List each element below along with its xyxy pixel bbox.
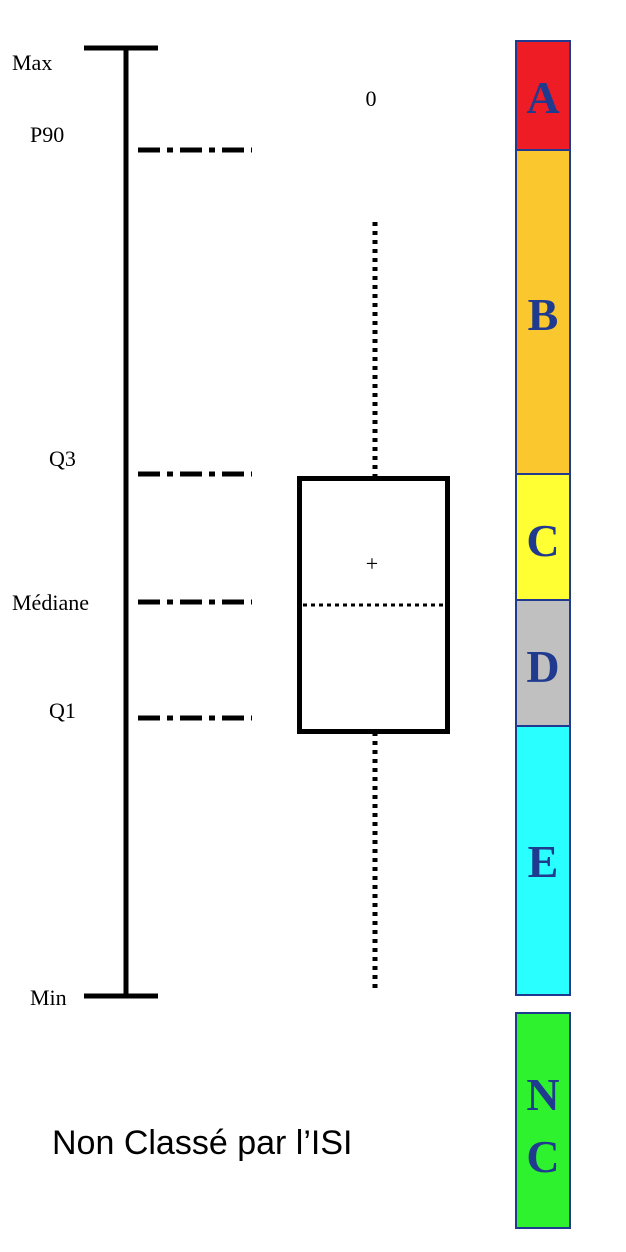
class-d-segment	[515, 599, 571, 727]
class-d-letter: D	[526, 641, 559, 692]
class-b-letter: B	[528, 289, 559, 340]
label-median: Médiane	[12, 590, 89, 615]
label-min: Min	[30, 985, 67, 1010]
label-q1: Q1	[49, 698, 76, 723]
unclassified-block: N C	[515, 1012, 571, 1229]
boxplot: + 0	[297, 86, 450, 988]
class-b-segment	[515, 149, 571, 475]
class-e-segment	[515, 725, 571, 996]
unclassified-note: Non Classé par l’ISI	[52, 1124, 352, 1162]
class-a-segment	[515, 40, 571, 151]
scale-axis	[84, 45, 158, 999]
nc-letter-n: N	[526, 1069, 559, 1120]
class-e-letter: E	[528, 836, 559, 887]
class-a-letter: A	[526, 72, 559, 123]
nc-letter-c: C	[526, 1131, 559, 1182]
label-p90: P90	[30, 122, 64, 147]
box	[297, 476, 450, 734]
mean-marker: +	[366, 551, 378, 576]
nc-segment	[515, 1012, 571, 1229]
class-c-letter: C	[526, 515, 559, 566]
label-max: Max	[12, 50, 52, 75]
outlier-label: 0	[366, 86, 377, 111]
class-bar: A B C D E	[515, 40, 571, 996]
scale-reference-lines	[138, 147, 252, 721]
label-q3: Q3	[49, 446, 76, 471]
